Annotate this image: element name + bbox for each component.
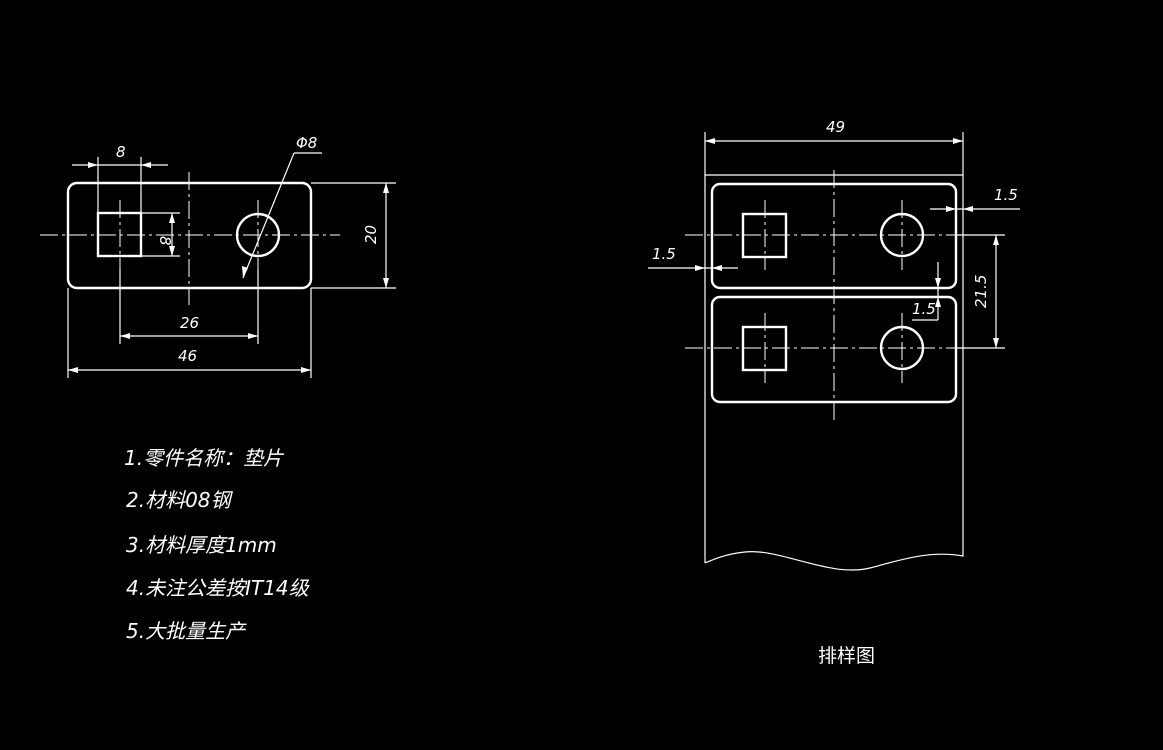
- dim-square-height-label: 8: [156, 236, 174, 246]
- strip-outline: [704, 174, 964, 571]
- dim-pitch-label: 21.5: [972, 275, 990, 308]
- part-view: 8 8 Φ8 20: [40, 134, 396, 378]
- technical-notes: 1.零件名称：垫片 2.材料08钢 3.材料厚度1mm 4.未注公差按IT14级…: [124, 446, 310, 643]
- dim-hole-spacing-label: 26: [180, 314, 199, 332]
- dim-edge-margin-right: 1.5: [930, 186, 1020, 212]
- dim-edge-margin-right-label: 1.5: [994, 186, 1018, 204]
- layout-view: 49 1.5 1.5 21.5: [648, 118, 1020, 667]
- dim-hole-spacing: 26: [119, 268, 259, 344]
- dim-part-gap: 1.5: [912, 262, 941, 321]
- dim-edge-margin-left: 1.5: [648, 245, 738, 271]
- dim-strip-width: 49: [704, 118, 964, 175]
- note-3: 3.材料厚度1mm: [126, 533, 277, 557]
- dim-square-width: 8: [72, 143, 168, 213]
- dim-hole-diameter: Φ8: [242, 134, 322, 279]
- dim-strip-width-label: 49: [826, 118, 845, 136]
- dim-overall-length-label: 46: [178, 347, 197, 365]
- dim-part-gap-label: 1.5: [912, 300, 936, 318]
- dim-overall-length: 46: [67, 288, 312, 378]
- note-4: 4.未注公差按IT14级: [126, 576, 310, 600]
- dim-square-height: 8: [141, 212, 180, 257]
- dim-square-width-label: 8: [116, 143, 126, 161]
- dim-height: 20: [311, 182, 396, 289]
- note-2: 2.材料08钢: [126, 488, 234, 512]
- dim-edge-margin-left-label: 1.5: [652, 245, 676, 263]
- dim-pitch: 21.5: [955, 234, 1005, 349]
- dim-height-label: 20: [362, 225, 380, 244]
- note-1: 1.零件名称：垫片: [124, 446, 284, 470]
- dim-hole-diameter-label: Φ8: [296, 134, 317, 152]
- layout-caption: 排样图: [818, 645, 875, 667]
- note-5: 5.大批量生产: [126, 619, 247, 643]
